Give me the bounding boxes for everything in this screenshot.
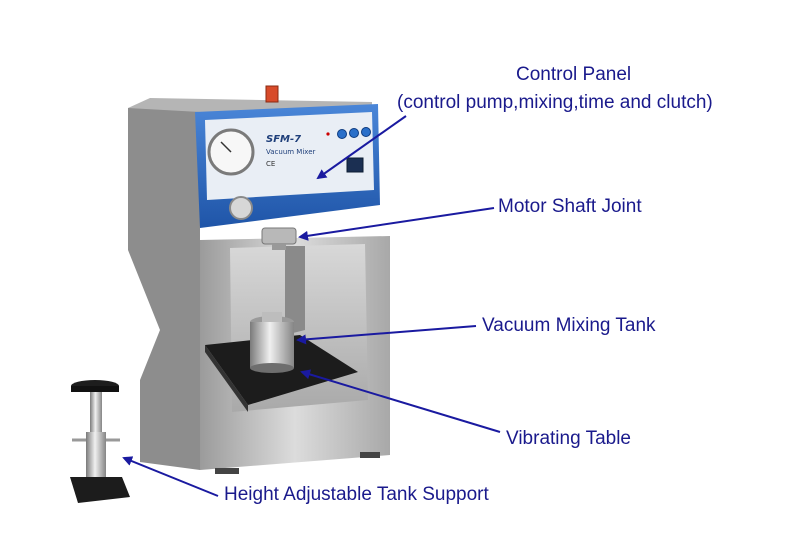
product-name: Vacuum Mixer bbox=[266, 148, 316, 156]
support-sleeve bbox=[86, 432, 106, 477]
control-knob[interactable] bbox=[229, 196, 253, 220]
arrow-vibrating-table bbox=[300, 369, 501, 433]
power-indicator bbox=[326, 132, 330, 136]
support-top-plate-edge bbox=[71, 386, 119, 392]
cavity-back-wall bbox=[285, 246, 305, 335]
tank-base bbox=[250, 363, 294, 373]
label-vibrating-table: Vibrating Table bbox=[506, 428, 632, 449]
support-shaft bbox=[90, 392, 102, 432]
label-vacuum-mixing-tank: Vacuum Mixing Tank bbox=[482, 315, 656, 336]
gauge-needle bbox=[220, 141, 232, 153]
label-control-panel: Control Panel bbox=[516, 64, 632, 85]
tank-body bbox=[250, 322, 294, 368]
timer-display bbox=[346, 157, 364, 173]
tank-top-fitting bbox=[262, 312, 282, 322]
vacuum-mixing-tank bbox=[250, 312, 294, 373]
motor-shaft-joint bbox=[261, 227, 297, 245]
ce-mark: CE bbox=[266, 160, 275, 168]
model-name: SFM-7 bbox=[266, 134, 301, 145]
control-button-3[interactable] bbox=[361, 127, 371, 137]
table-pad-edge bbox=[205, 345, 248, 412]
label-height-adjustable-tank-support: Height Adjustable Tank Support bbox=[224, 484, 489, 505]
support-base bbox=[70, 477, 130, 503]
arrow-control-panel bbox=[316, 115, 407, 180]
arrow-motor-shaft-joint bbox=[298, 207, 495, 241]
side-panel bbox=[128, 108, 200, 470]
annotation-arrows bbox=[122, 115, 501, 497]
label-control-panel-description: (control pump,mixing,time and clutch) bbox=[397, 92, 713, 113]
arrow-vacuum-mixing-tank bbox=[296, 325, 477, 345]
arrow-tank-support bbox=[122, 456, 219, 497]
foot-right bbox=[360, 452, 380, 458]
control-button-1[interactable] bbox=[337, 129, 347, 139]
foot-left bbox=[215, 468, 239, 474]
control-panel: SFM-7 Vacuum Mixer CE bbox=[195, 104, 380, 250]
vacuum-valve-cap bbox=[265, 85, 279, 103]
shaft bbox=[272, 244, 286, 250]
label-motor-shaft-joint: Motor Shaft Joint bbox=[498, 196, 642, 217]
control-button-2[interactable] bbox=[349, 128, 359, 138]
tank-support bbox=[70, 380, 130, 503]
panel-face bbox=[205, 112, 374, 200]
